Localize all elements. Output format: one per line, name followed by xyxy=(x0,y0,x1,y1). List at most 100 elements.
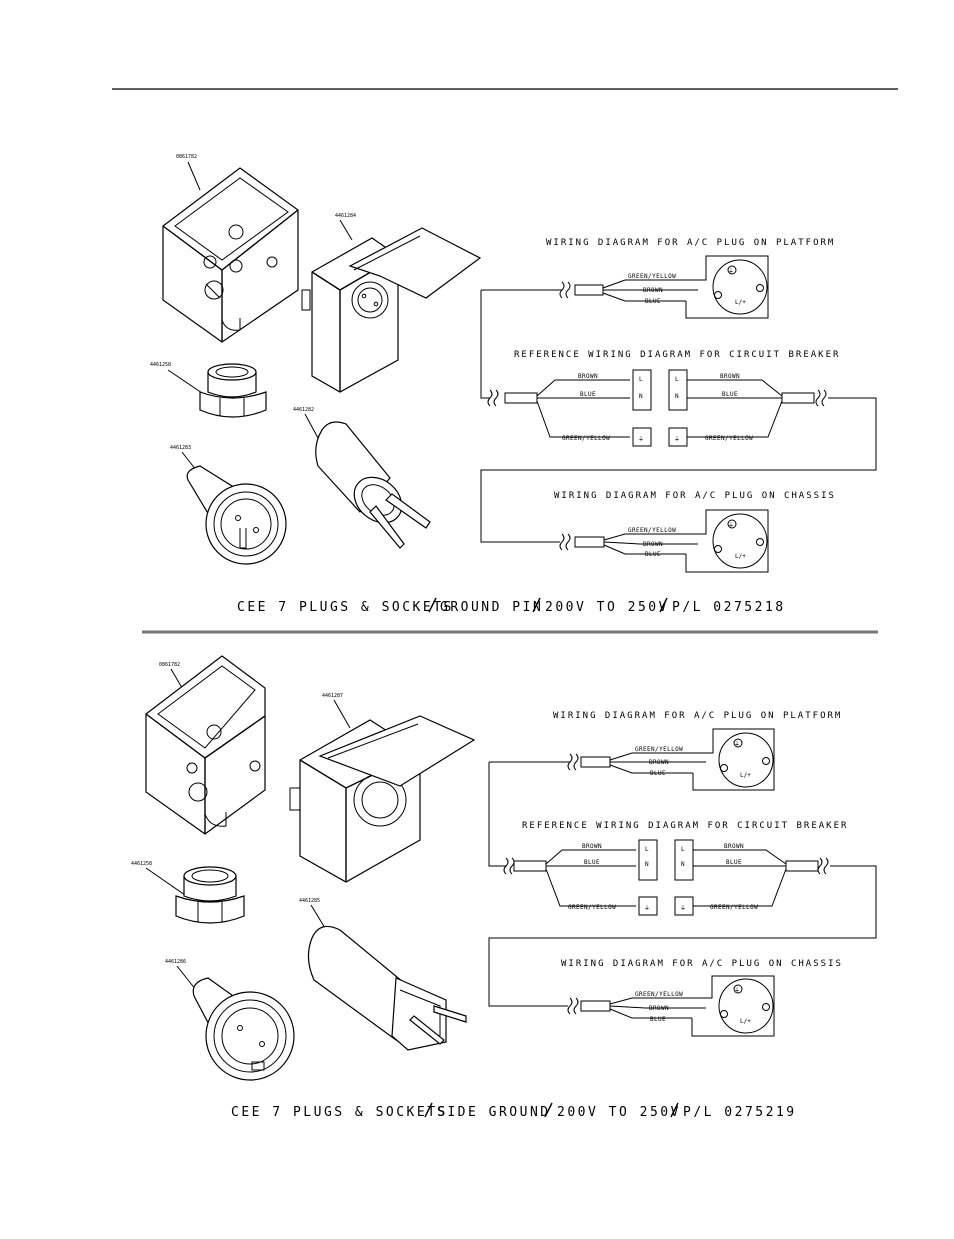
chassis-heading-2: WIRING DIAGRAM FOR A/C PLUG ON CHASSIS xyxy=(561,959,843,969)
connector-drawing-2 xyxy=(192,977,295,1081)
breaker2-right-terminal-n: N xyxy=(681,861,685,868)
title2-part-ground-type: SIDE GROUND xyxy=(437,1105,551,1120)
chassis2-plug-live-label: L/+ xyxy=(740,1018,751,1025)
platform2-wire-ground: GREEN/YELLOW xyxy=(635,746,683,753)
breaker-right-terminal-n: N xyxy=(675,393,679,400)
leader-socket xyxy=(339,219,353,241)
title-part-voltage: 200V TO 250V xyxy=(545,600,669,615)
breaker-right-ground-symbol: ⏚ xyxy=(674,436,680,443)
platform-heading-2: WIRING DIAGRAM FOR A/C PLUG ON PLATFORM xyxy=(553,711,842,721)
breaker-heading: REFERENCE WIRING DIAGRAM FOR CIRCUIT BRE… xyxy=(514,350,840,360)
leader-socket-2 xyxy=(333,699,351,729)
part-number-connector: 4461283 xyxy=(170,445,191,451)
adapter-nut-drawing-2 xyxy=(175,866,245,924)
breaker-wiring-diagram-2: REFERENCE WIRING DIAGRAM FOR CIRCUIT BRE… xyxy=(488,821,877,1007)
surface-box-drawing xyxy=(162,167,299,343)
platform-wiring-diagram-1: WIRING DIAGRAM FOR A/C PLUG ON PLATFORM … xyxy=(481,238,835,319)
leader-adapter xyxy=(167,369,206,396)
section-side-ground: 0861782 4461287 4461258 4461285 4461286 xyxy=(131,655,877,1120)
part-number-box-2: 0861782 xyxy=(159,662,180,668)
breaker-left-wire-neutral: BLUE xyxy=(580,391,596,398)
surface-box-drawing-2 xyxy=(145,655,266,835)
leader-adapter-2 xyxy=(145,867,186,896)
section-title-1: CEE 7 PLUGS & SOCKETS GROUND PIN 200V TO… xyxy=(237,597,786,615)
breaker2-right-ground-symbol: ⏚ xyxy=(680,905,686,912)
wall-socket-drawing-2 xyxy=(289,715,476,883)
chassis-plug-ground-symbol: ⏚ xyxy=(728,522,734,529)
chassis2-wire-ground: GREEN/YELLOW xyxy=(635,991,683,998)
part-number-box: 0861782 xyxy=(176,154,197,160)
breaker-right-wire-neutral: BLUE xyxy=(722,391,738,398)
platform2-plug-ground-symbol: ⏚ xyxy=(734,741,740,748)
section-ground-pin: 0861782 4461284 4461258 4461282 4461283 xyxy=(150,154,877,615)
chassis-wiring-diagram-1: WIRING DIAGRAM FOR A/C PLUG ON CHASSIS G… xyxy=(554,491,836,573)
plug-ground-symbol: ⏚ xyxy=(728,268,734,275)
breaker-left-terminal-l: L xyxy=(639,376,643,383)
breaker2-left-wire-neutral: BLUE xyxy=(584,859,600,866)
chassis-wire-neutral: BLUE xyxy=(645,551,661,558)
title-slashes xyxy=(428,597,668,613)
breaker2-left-terminal-l: L xyxy=(645,846,649,853)
part-number-plug-2: 4461285 xyxy=(299,898,320,904)
plug-drawing-2 xyxy=(307,925,467,1051)
part-number-plug: 4461282 xyxy=(293,407,314,413)
wire-label-live: BROWN xyxy=(643,287,663,294)
wire-label-neutral: BLUE xyxy=(645,298,661,305)
platform-heading: WIRING DIAGRAM FOR A/C PLUG ON PLATFORM xyxy=(546,238,835,248)
breaker-heading-2: REFERENCE WIRING DIAGRAM FOR CIRCUIT BRE… xyxy=(522,821,848,831)
part-number-socket-2: 4461287 xyxy=(322,693,343,699)
breaker2-left-ground-symbol: ⏚ xyxy=(644,905,650,912)
breaker2-right-terminal-l: L xyxy=(681,846,685,853)
chassis2-wire-live: BROWN xyxy=(649,1005,669,1012)
chassis-heading: WIRING DIAGRAM FOR A/C PLUG ON CHASSIS xyxy=(554,491,836,501)
breaker-left-terminal-n: N xyxy=(639,393,643,400)
leader-box xyxy=(187,161,201,191)
link-platform-breaker-2 xyxy=(488,762,506,867)
chassis-wiring-diagram-2: WIRING DIAGRAM FOR A/C PLUG ON CHASSIS G… xyxy=(561,959,843,1037)
chassis-wire-live: BROWN xyxy=(643,541,663,548)
leader-plug-2 xyxy=(310,904,326,929)
chassis2-plug-ground-symbol: ⏚ xyxy=(734,987,740,994)
chassis2-wire-neutral: BLUE xyxy=(650,1016,666,1023)
title-part-product: CEE 7 PLUGS & SOCKETS xyxy=(237,600,454,615)
title2-part-product: CEE 7 PLUGS & SOCKETS xyxy=(231,1105,448,1120)
breaker-right-wire-ground: GREEN/YELLOW xyxy=(705,435,753,442)
title-part-ground-type: GROUND PIN xyxy=(440,600,543,615)
breaker-wiring-diagram-1: REFERENCE WIRING DIAGRAM FOR CIRCUIT BRE… xyxy=(480,350,877,543)
title2-part-part-list: P/L 0275219 xyxy=(683,1105,797,1120)
leader-connector-2 xyxy=(176,965,197,991)
leader-connector xyxy=(181,451,197,471)
adapter-nut-drawing xyxy=(199,363,267,418)
platform-wiring-diagram-2: WIRING DIAGRAM FOR A/C PLUG ON PLATFORM … xyxy=(489,711,842,791)
plug-drawing xyxy=(315,421,431,549)
wall-socket-drawing xyxy=(301,227,482,393)
platform2-plug-live-label: L/+ xyxy=(740,772,751,779)
title2-slashes xyxy=(424,1102,679,1118)
part-number-adapter-2: 4461258 xyxy=(131,861,152,867)
part-number-socket: 4461284 xyxy=(335,213,356,219)
title2-part-voltage: 200V TO 250V xyxy=(557,1105,681,1120)
breaker2-left-wire-ground: GREEN/YELLOW xyxy=(568,904,616,911)
chassis-plug-live-label: L/+ xyxy=(735,553,746,560)
platform2-wire-neutral: BLUE xyxy=(650,770,666,777)
leader-plug xyxy=(304,413,319,439)
breaker-left-ground-symbol: ⏚ xyxy=(638,436,644,443)
breaker-left-wire-ground: GREEN/YELLOW xyxy=(562,435,610,442)
part-number-connector-2: 4461286 xyxy=(165,959,186,965)
wire-label-ground: GREEN/YELLOW xyxy=(628,273,676,280)
connector-drawing xyxy=(186,465,287,565)
breaker2-left-wire-live: BROWN xyxy=(582,843,602,850)
breaker-right-terminal-l: L xyxy=(675,376,679,383)
chassis-wire-ground: GREEN/YELLOW xyxy=(628,527,676,534)
breaker2-right-wire-ground: GREEN/YELLOW xyxy=(710,904,758,911)
title-part-part-list: P/L 0275218 xyxy=(672,600,786,615)
section-title-2: CEE 7 PLUGS & SOCKETS SIDE GROUND 200V T… xyxy=(231,1102,797,1120)
plug-live-label: L/+ xyxy=(735,299,746,306)
link-platform-breaker xyxy=(480,290,490,399)
breaker2-right-wire-neutral: BLUE xyxy=(726,859,742,866)
platform2-wire-live: BROWN xyxy=(649,759,669,766)
breaker2-left-terminal-n: N xyxy=(645,861,649,868)
part-number-adapter: 4461258 xyxy=(150,362,171,368)
